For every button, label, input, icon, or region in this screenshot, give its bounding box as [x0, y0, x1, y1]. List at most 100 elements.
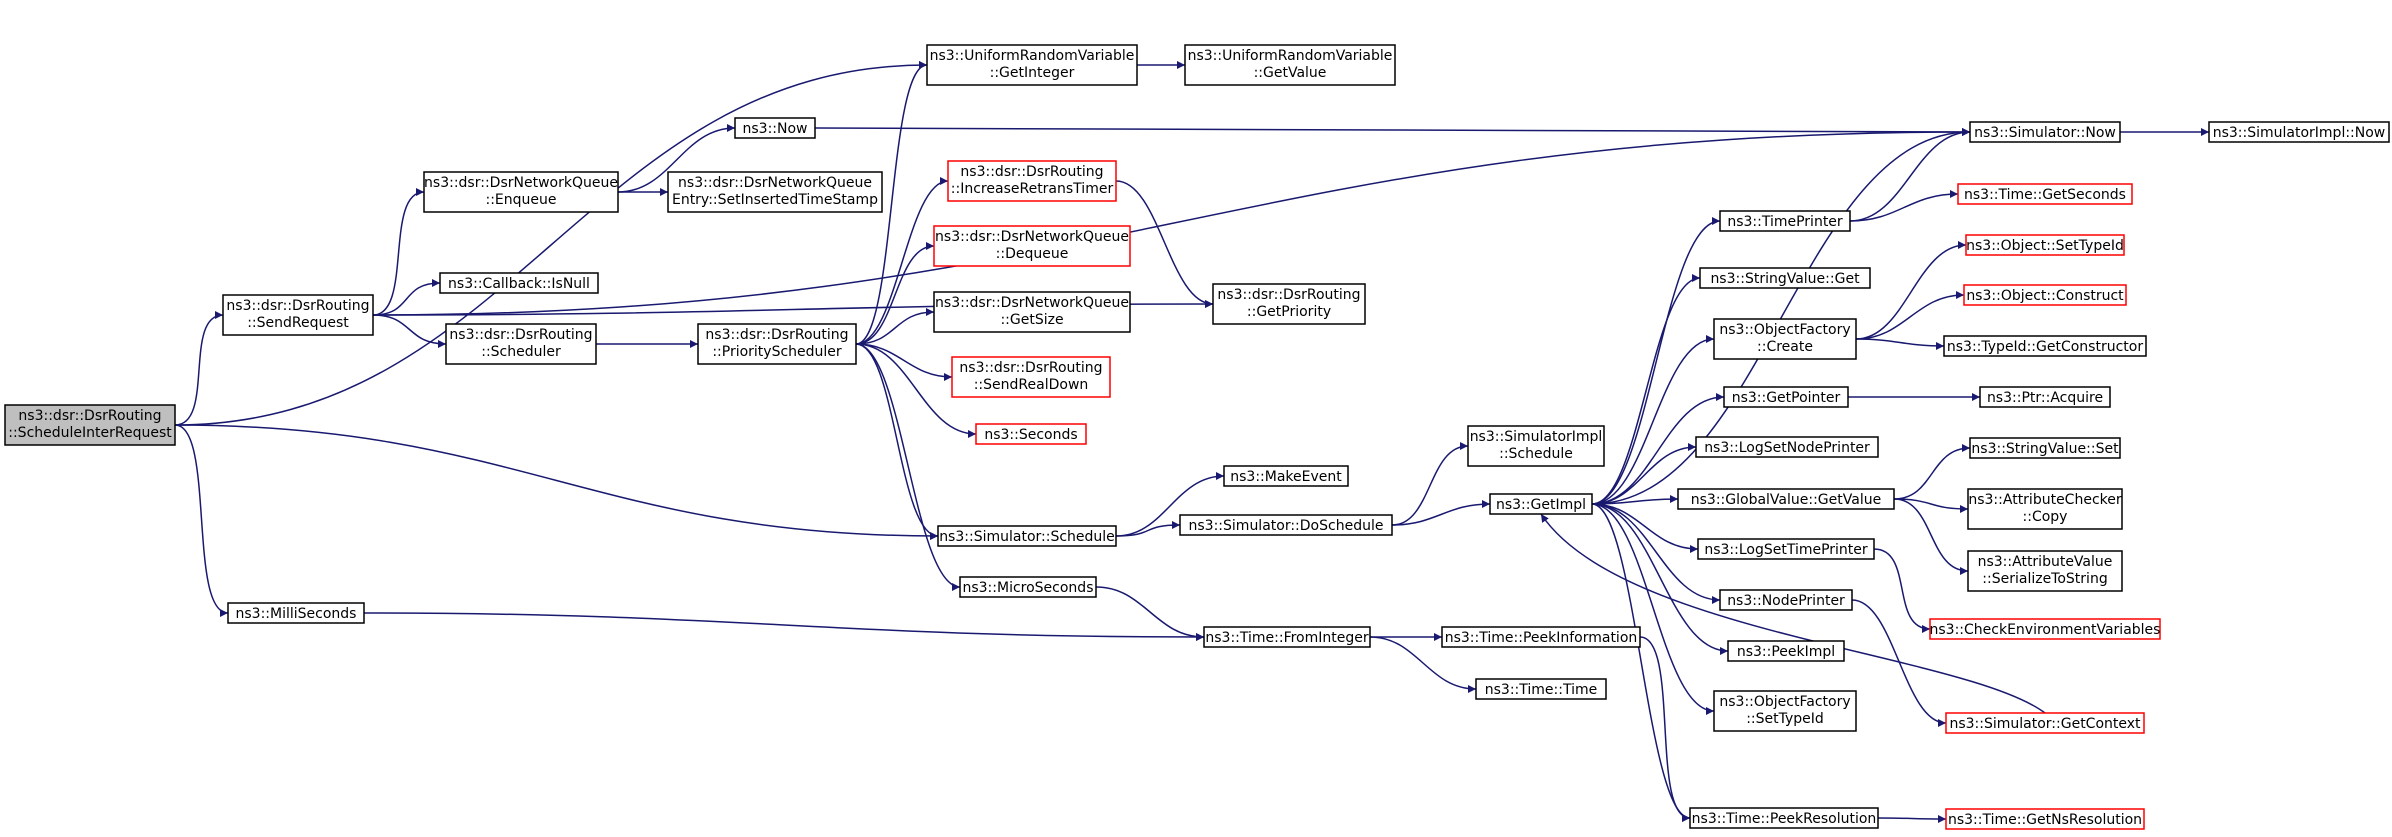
node-ofsettype[interactable]: ns3::ObjectFactory::SetTypeId: [1713, 690, 1857, 732]
node-label: ns3::Simulator::Now: [1974, 125, 2116, 141]
edge-dosched-implsched: [1391, 442, 1469, 526]
node-implnow[interactable]: ns3::SimulatorImpl::Now: [2208, 121, 2390, 143]
node-label: ns3::AttributeValue: [1978, 554, 2113, 570]
node-now3[interactable]: ns3::Now: [734, 117, 816, 139]
node-label: ns3::Time::FromInteger: [1205, 630, 1368, 646]
node-getctor[interactable]: ns3::TypeId::GetConstructor: [1943, 335, 2147, 357]
node-timeprinter[interactable]: ns3::TimePrinter: [1719, 210, 1851, 232]
node-acheck[interactable]: ns3::AttributeChecker::Copy: [1967, 488, 2123, 530]
node-label: ns3::Time::PeekInformation: [1445, 630, 1638, 646]
node-getprio[interactable]: ns3::dsr::DsrRouting::GetPriority: [1212, 283, 1366, 325]
node-prio[interactable]: ns3::dsr::DsrRouting::PriorityScheduler: [697, 323, 857, 365]
node-getnsres[interactable]: ns3::Time::GetNsResolution: [1945, 808, 2145, 830]
edges: [174, 61, 2209, 823]
edge-prio-micros: [855, 343, 961, 591]
node-nodeprinter[interactable]: ns3::NodePrinter: [1719, 589, 1853, 611]
node-incretrans[interactable]: ns3::dsr::DsrRouting::IncreaseRetransTim…: [947, 160, 1117, 202]
edge-gvgetvalue-acheck: [1893, 498, 1969, 513]
node-label: ns3::dsr::DsrRouting: [960, 164, 1103, 180]
node-root[interactable]: ns3::dsr::DsrRouting::ScheduleInterReque…: [4, 404, 176, 446]
node-label: ns3::PeekImpl: [1737, 644, 1835, 660]
node-seconds[interactable]: ns3::Seconds: [975, 423, 1087, 445]
node-setins[interactable]: ns3::dsr::DsrNetworkQueueEntry::SetInser…: [667, 171, 883, 213]
node-label: ns3::dsr::DsrRouting: [1217, 287, 1360, 303]
node-makeevent[interactable]: ns3::MakeEvent: [1223, 465, 1349, 487]
node-box: [1943, 335, 2147, 357]
node-label: ::ScheduleInterRequest: [8, 425, 172, 441]
edge-getimpl-timeprinter: [1591, 217, 1721, 505]
node-label: ns3::Ptr::Acquire: [1987, 390, 2103, 406]
node-box: [1969, 121, 2121, 143]
node-label: ::GetSize: [1000, 312, 1063, 328]
node-ptracquire[interactable]: ns3::Ptr::Acquire: [1979, 386, 2111, 408]
edge-ofcreate-getctor: [1855, 338, 1945, 350]
node-sendrealdown[interactable]: ns3::dsr::DsrRouting::SendRealDown: [951, 356, 1111, 398]
edge-ofcreate-objsettype: [1855, 241, 1967, 340]
node-label: ns3::MicroSeconds: [962, 580, 1093, 596]
node-label: ns3::Now: [743, 121, 808, 137]
node-getsize[interactable]: ns3::dsr::DsrNetworkQueue::GetSize: [933, 291, 1131, 333]
node-label: ns3::Time::GetSeconds: [1964, 187, 2126, 203]
node-getval[interactable]: ns3::UniformRandomVariable::GetValue: [1184, 44, 1396, 86]
node-box: [1945, 808, 2145, 830]
node-label: ::Dequeue: [996, 246, 1069, 262]
node-box: [933, 225, 1131, 267]
node-avser[interactable]: ns3::AttributeValue::SerializeToString: [1967, 550, 2123, 592]
node-enqueue[interactable]: ns3::dsr::DsrNetworkQueue::Enqueue: [423, 171, 619, 213]
node-sendreq[interactable]: ns3::dsr::DsrRouting::SendRequest: [222, 294, 374, 336]
node-getsec[interactable]: ns3::Time::GetSeconds: [1957, 183, 2133, 205]
node-box: [1719, 589, 1853, 611]
node-objsettype[interactable]: ns3::Object::SetTypeId: [1965, 234, 2125, 256]
node-peekimpl[interactable]: ns3::PeekImpl: [1727, 640, 1845, 662]
node-label: ns3::TypeId::GetConstructor: [1947, 339, 2143, 355]
node-box: [1467, 425, 1605, 467]
node-dosched[interactable]: ns3::Simulator::DoSchedule: [1179, 514, 1393, 536]
node-box: [947, 160, 1117, 202]
node-checkenv[interactable]: ns3::CheckEnvironmentVariables: [1929, 618, 2161, 640]
node-box: [975, 423, 1087, 445]
node-label: ::GetInteger: [990, 65, 1075, 81]
node-label: ns3::dsr::DsrRouting: [959, 360, 1102, 376]
node-scheduler[interactable]: ns3::dsr::DsrRouting::Scheduler: [445, 323, 597, 365]
node-timetime[interactable]: ns3::Time::Time: [1475, 678, 1607, 700]
node-objconstruct[interactable]: ns3::Object::Construct: [1963, 284, 2127, 306]
node-lognode[interactable]: ns3::LogSetNodePrinter: [1695, 436, 1879, 458]
node-label: ::GetValue: [1254, 65, 1327, 81]
node-peekinfo[interactable]: ns3::Time::PeekInformation: [1441, 626, 1641, 648]
node-getint[interactable]: ns3::UniformRandomVariable::GetInteger: [926, 44, 1138, 86]
node-getimpl[interactable]: ns3::GetImpl: [1489, 493, 1593, 515]
node-ofcreate[interactable]: ns3::ObjectFactory::Create: [1713, 318, 1857, 360]
node-box: [1723, 386, 1849, 408]
node-box: [1929, 618, 2161, 640]
node-simnow[interactable]: ns3::Simulator::Now: [1969, 121, 2121, 143]
node-micros[interactable]: ns3::MicroSeconds: [959, 576, 1097, 598]
node-svset[interactable]: ns3::StringValue::Set: [1969, 437, 2121, 459]
node-isnull[interactable]: ns3::Callback::IsNull: [439, 272, 599, 294]
edge-getimpl-svget: [1591, 274, 1701, 505]
node-getpointer[interactable]: ns3::GetPointer: [1723, 386, 1849, 408]
node-box: [1945, 712, 2145, 734]
node-implsched[interactable]: ns3::SimulatorImpl::Schedule: [1467, 425, 1605, 467]
node-box: [1677, 488, 1895, 510]
node-box: [951, 356, 1111, 398]
node-label: ns3::NodePrinter: [1727, 593, 1845, 609]
node-label: ns3::StringValue::Get: [1710, 271, 1860, 287]
node-fromint[interactable]: ns3::Time::FromInteger: [1203, 626, 1371, 648]
node-label: ns3::dsr::DsrNetworkQueue: [678, 175, 872, 191]
node-logtime[interactable]: ns3::LogSetTimePrinter: [1697, 538, 1875, 560]
node-dequeue[interactable]: ns3::dsr::DsrNetworkQueue::Dequeue: [933, 225, 1131, 267]
edge-prio-getsize: [855, 308, 935, 345]
node-box: [959, 576, 1097, 598]
node-label: ::GetPriority: [1247, 304, 1331, 320]
node-label: ns3::SimulatorImpl::Now: [2213, 125, 2386, 141]
node-simsched[interactable]: ns3::Simulator::Schedule: [937, 525, 1117, 547]
edge-getimpl-gvgetvalue: [1591, 495, 1679, 505]
node-label: ns3::Time::Time: [1485, 682, 1597, 698]
node-millis[interactable]: ns3::MilliSeconds: [227, 602, 365, 624]
node-gvgetvalue[interactable]: ns3::GlobalValue::GetValue: [1677, 488, 1895, 510]
node-svget[interactable]: ns3::StringValue::Get: [1699, 267, 1871, 289]
node-box: [1963, 284, 2127, 306]
node-getctx[interactable]: ns3::Simulator::GetContext: [1945, 712, 2145, 734]
node-peekres[interactable]: ns3::Time::PeekResolution: [1689, 807, 1879, 829]
